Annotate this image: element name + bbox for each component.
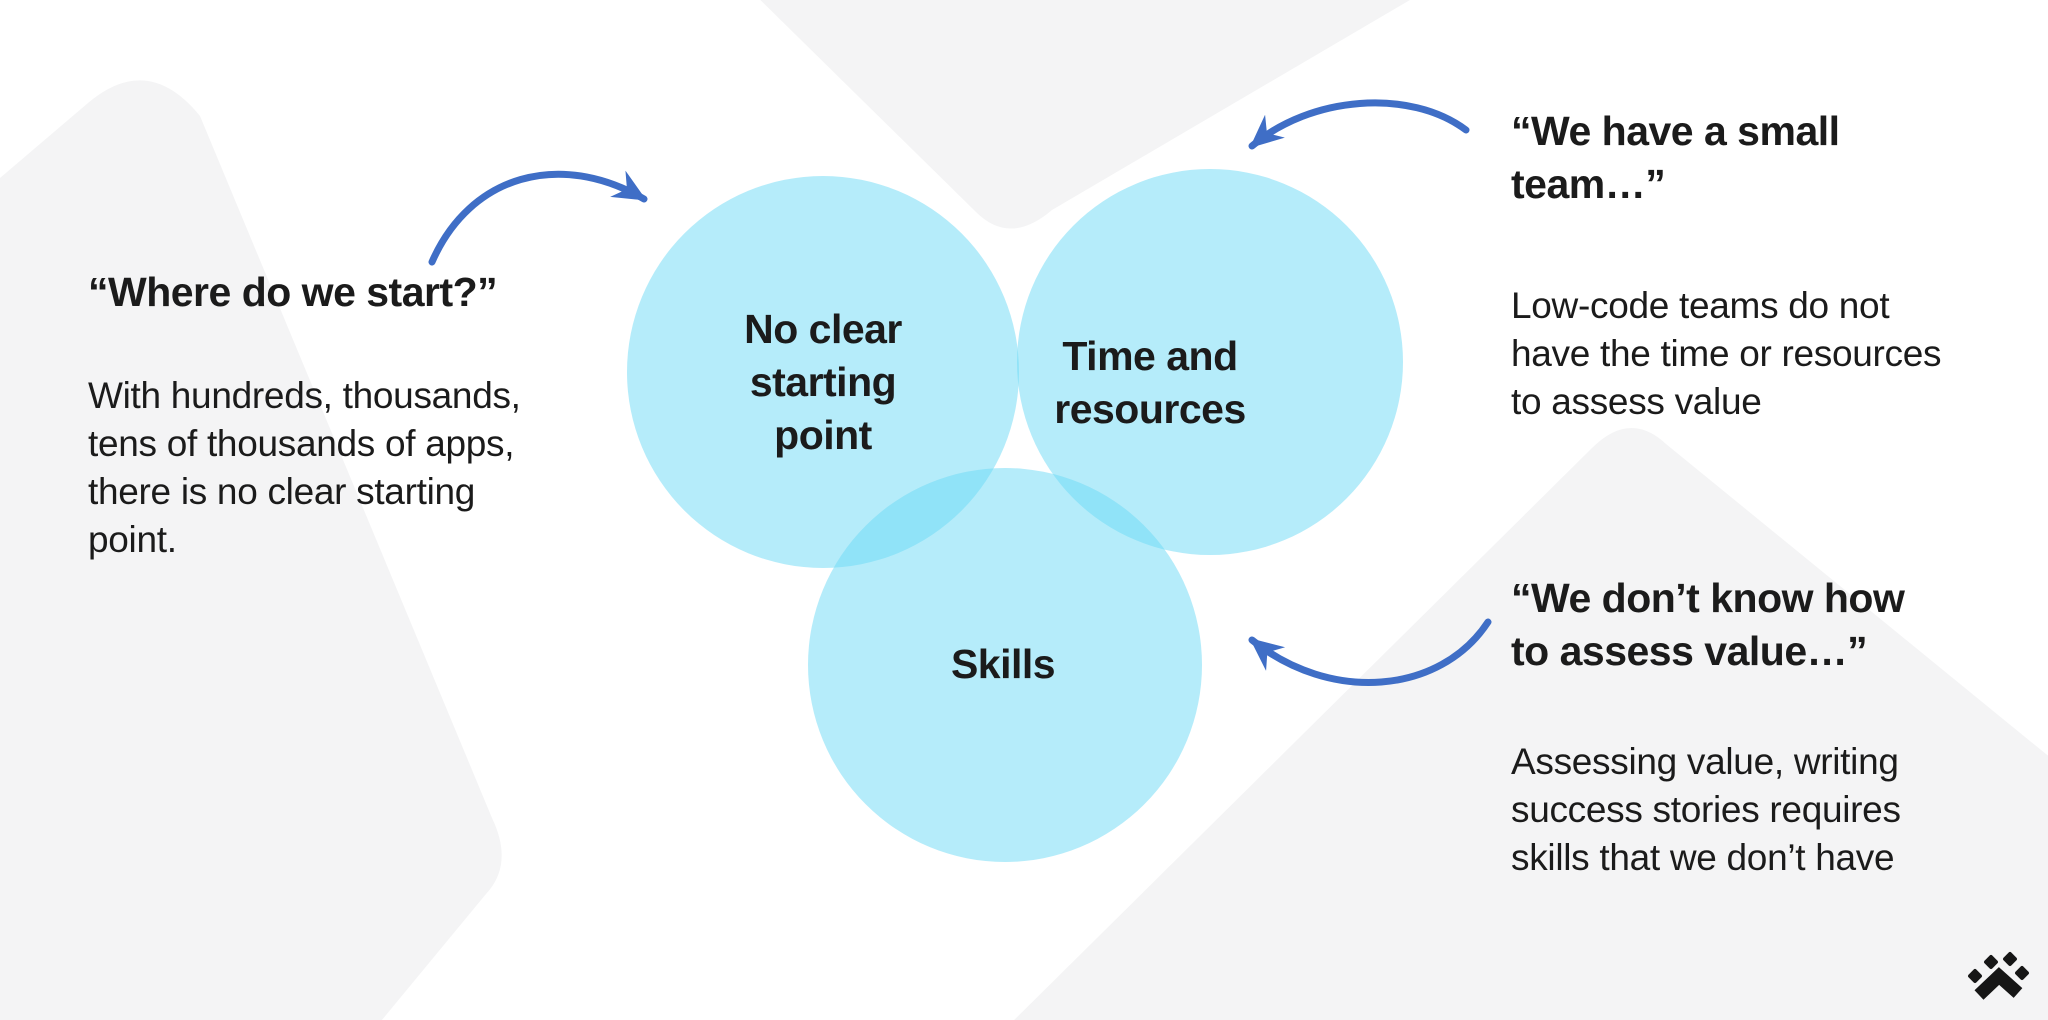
callout-left-heading: “Where do we start?” — [88, 269, 498, 315]
background-band-left — [0, 80, 502, 1020]
callout-top-right-heading: “We have a small team…” — [1511, 108, 1840, 207]
callout-bottom-right-heading: “We don’t know how to assess value…” — [1511, 575, 1905, 674]
callout-bottom-right-body: Assessing value, writing success stories… — [1511, 741, 1901, 878]
background-wedge-top — [760, 0, 1410, 229]
venn-label-no-clear-starting-point: No clear starting point — [744, 306, 902, 458]
venn-circle-skills — [808, 468, 1202, 862]
arrow-bottom-right-callout-icon — [1248, 618, 1492, 686]
venn-circle-no-clear-starting-point — [627, 176, 1019, 568]
background-band-right — [1014, 428, 2048, 1020]
callout-top-right-body: Low-code teams do not have the time or r… — [1511, 285, 1942, 422]
arrow-top-right-callout-icon — [1248, 99, 1470, 150]
venn-label-skills: Skills — [950, 641, 1056, 687]
callout-left-body: With hundreds, thousands, tens of thousa… — [88, 375, 521, 560]
arrow-left-callout-icon — [428, 170, 648, 266]
venn-label-time-and-resources: Time and resources — [1054, 333, 1246, 432]
venn-circle-time-and-resources — [1017, 169, 1403, 555]
paw-diamond-logo-icon — [1968, 952, 2029, 1000]
